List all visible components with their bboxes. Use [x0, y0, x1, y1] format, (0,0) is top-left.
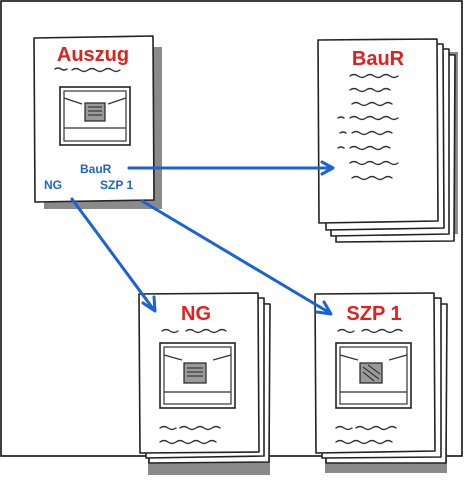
link-label-szp1[interactable]: SZP 1	[100, 178, 133, 192]
text-lines	[161, 328, 227, 334]
document-title: SZP 1	[346, 303, 401, 325]
document-title: NG	[181, 303, 211, 325]
text-lines	[337, 328, 403, 334]
arrow-auszug-to-baur	[127, 160, 335, 176]
arrow-auszug-to-szp1	[140, 199, 333, 316]
image-placeholder	[159, 342, 236, 409]
text-lines	[335, 425, 397, 445]
image-placeholder	[335, 342, 412, 409]
link-label-baur[interactable]: BauR	[80, 162, 112, 176]
arrow-auszug-to-ng	[70, 197, 157, 313]
document-auszug: Auszug BauR NG SZP 1	[33, 35, 162, 209]
document-title: Auszug	[57, 44, 129, 66]
text-lines	[54, 67, 121, 73]
image-placeholder	[59, 86, 131, 146]
link-label-ng[interactable]: NG	[44, 178, 62, 192]
document-baur: BauR	[317, 38, 458, 243]
document-ng: NG	[138, 292, 271, 475]
text-lines	[159, 425, 221, 445]
document-szp1: SZP 1	[314, 292, 448, 473]
document-title: BauR	[352, 48, 405, 70]
page-sheet	[317, 38, 439, 224]
text-lines	[337, 73, 399, 181]
